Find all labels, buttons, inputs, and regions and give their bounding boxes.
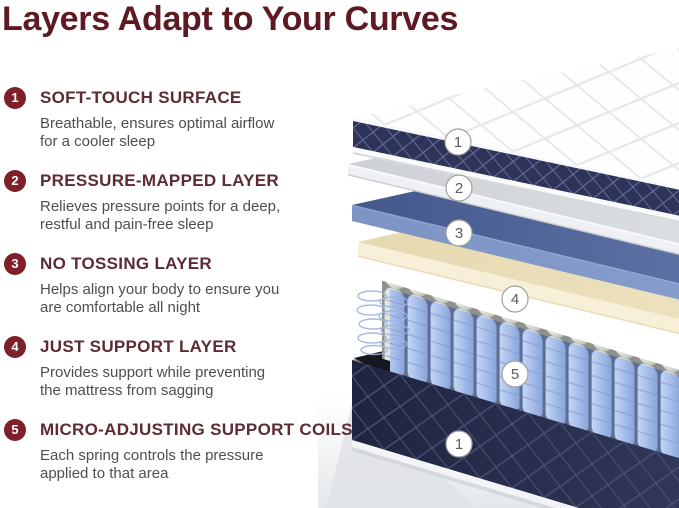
- no-tossing-foam-layer: [352, 190, 679, 375]
- pressure-foam-layer: [348, 152, 679, 330]
- spring-wire-icon: [356, 290, 410, 356]
- features-list: 1 SOFT-TOUCH SURFACE Breathable, ensures…: [4, 87, 353, 484]
- feature-item-just-support: 4 JUST SUPPORT LAYER Provides support wh…: [4, 336, 340, 401]
- feature-number-badge: 5: [4, 419, 26, 441]
- feature-description: Breathable, ensures optimal airflow for …: [40, 115, 275, 151]
- feature-item-soft-touch: 1 SOFT-TOUCH SURFACE Breathable, ensures…: [4, 87, 340, 152]
- layer-marker-2: 2: [445, 174, 473, 202]
- feature-number-badge: 4: [4, 336, 26, 358]
- layer-marker-4: 4: [501, 285, 529, 313]
- svg-text:2: 2: [455, 180, 463, 197]
- svg-text:4: 4: [511, 291, 519, 308]
- quilted-top-layer: [353, 47, 679, 289]
- feature-description: Provides support while preventing the ma…: [40, 364, 266, 400]
- feature-number-badge: 1: [4, 87, 26, 109]
- layer-marker-1: 1: [444, 128, 472, 156]
- svg-text:5: 5: [511, 366, 519, 383]
- page-title: Layers Adapt to Your Curves: [2, 0, 459, 38]
- feature-heading: SOFT-TOUCH SURFACE: [40, 88, 242, 107]
- feature-item-pressure-mapped: 2 PRESSURE-MAPPED LAYER Relieves pressur…: [4, 170, 340, 235]
- layer-marker-3: 3: [445, 219, 473, 247]
- feature-number-badge: 2: [4, 170, 26, 192]
- svg-text:3: 3: [455, 225, 463, 242]
- layer-marker-base: 1: [445, 430, 473, 458]
- feature-description: Relieves pressure points for a deep, res…: [40, 198, 281, 234]
- svg-text:1: 1: [454, 134, 462, 151]
- feature-description: Helps align your body to ensure you are …: [40, 281, 280, 317]
- layer-marker-5: 5: [501, 360, 529, 388]
- feature-item-support-coils: 5 MICRO-ADJUSTING SUPPORT COILS Each spr…: [4, 419, 353, 484]
- base-layer: [352, 360, 679, 508]
- feature-heading: PRESSURE-MAPPED LAYER: [40, 171, 279, 190]
- feature-heading: NO TOSSING LAYER: [40, 254, 213, 273]
- svg-text:1: 1: [455, 436, 463, 453]
- feature-heading: JUST SUPPORT LAYER: [40, 337, 237, 356]
- feature-item-no-tossing: 3 NO TOSSING LAYER Helps align your body…: [4, 253, 340, 318]
- feature-heading: MICRO-ADJUSTING SUPPORT COILS: [40, 420, 353, 439]
- feature-number-badge: 3: [4, 253, 26, 275]
- feature-description: Each spring controls the pressure applie…: [40, 447, 264, 483]
- pocket-coils-layer: [382, 280, 679, 473]
